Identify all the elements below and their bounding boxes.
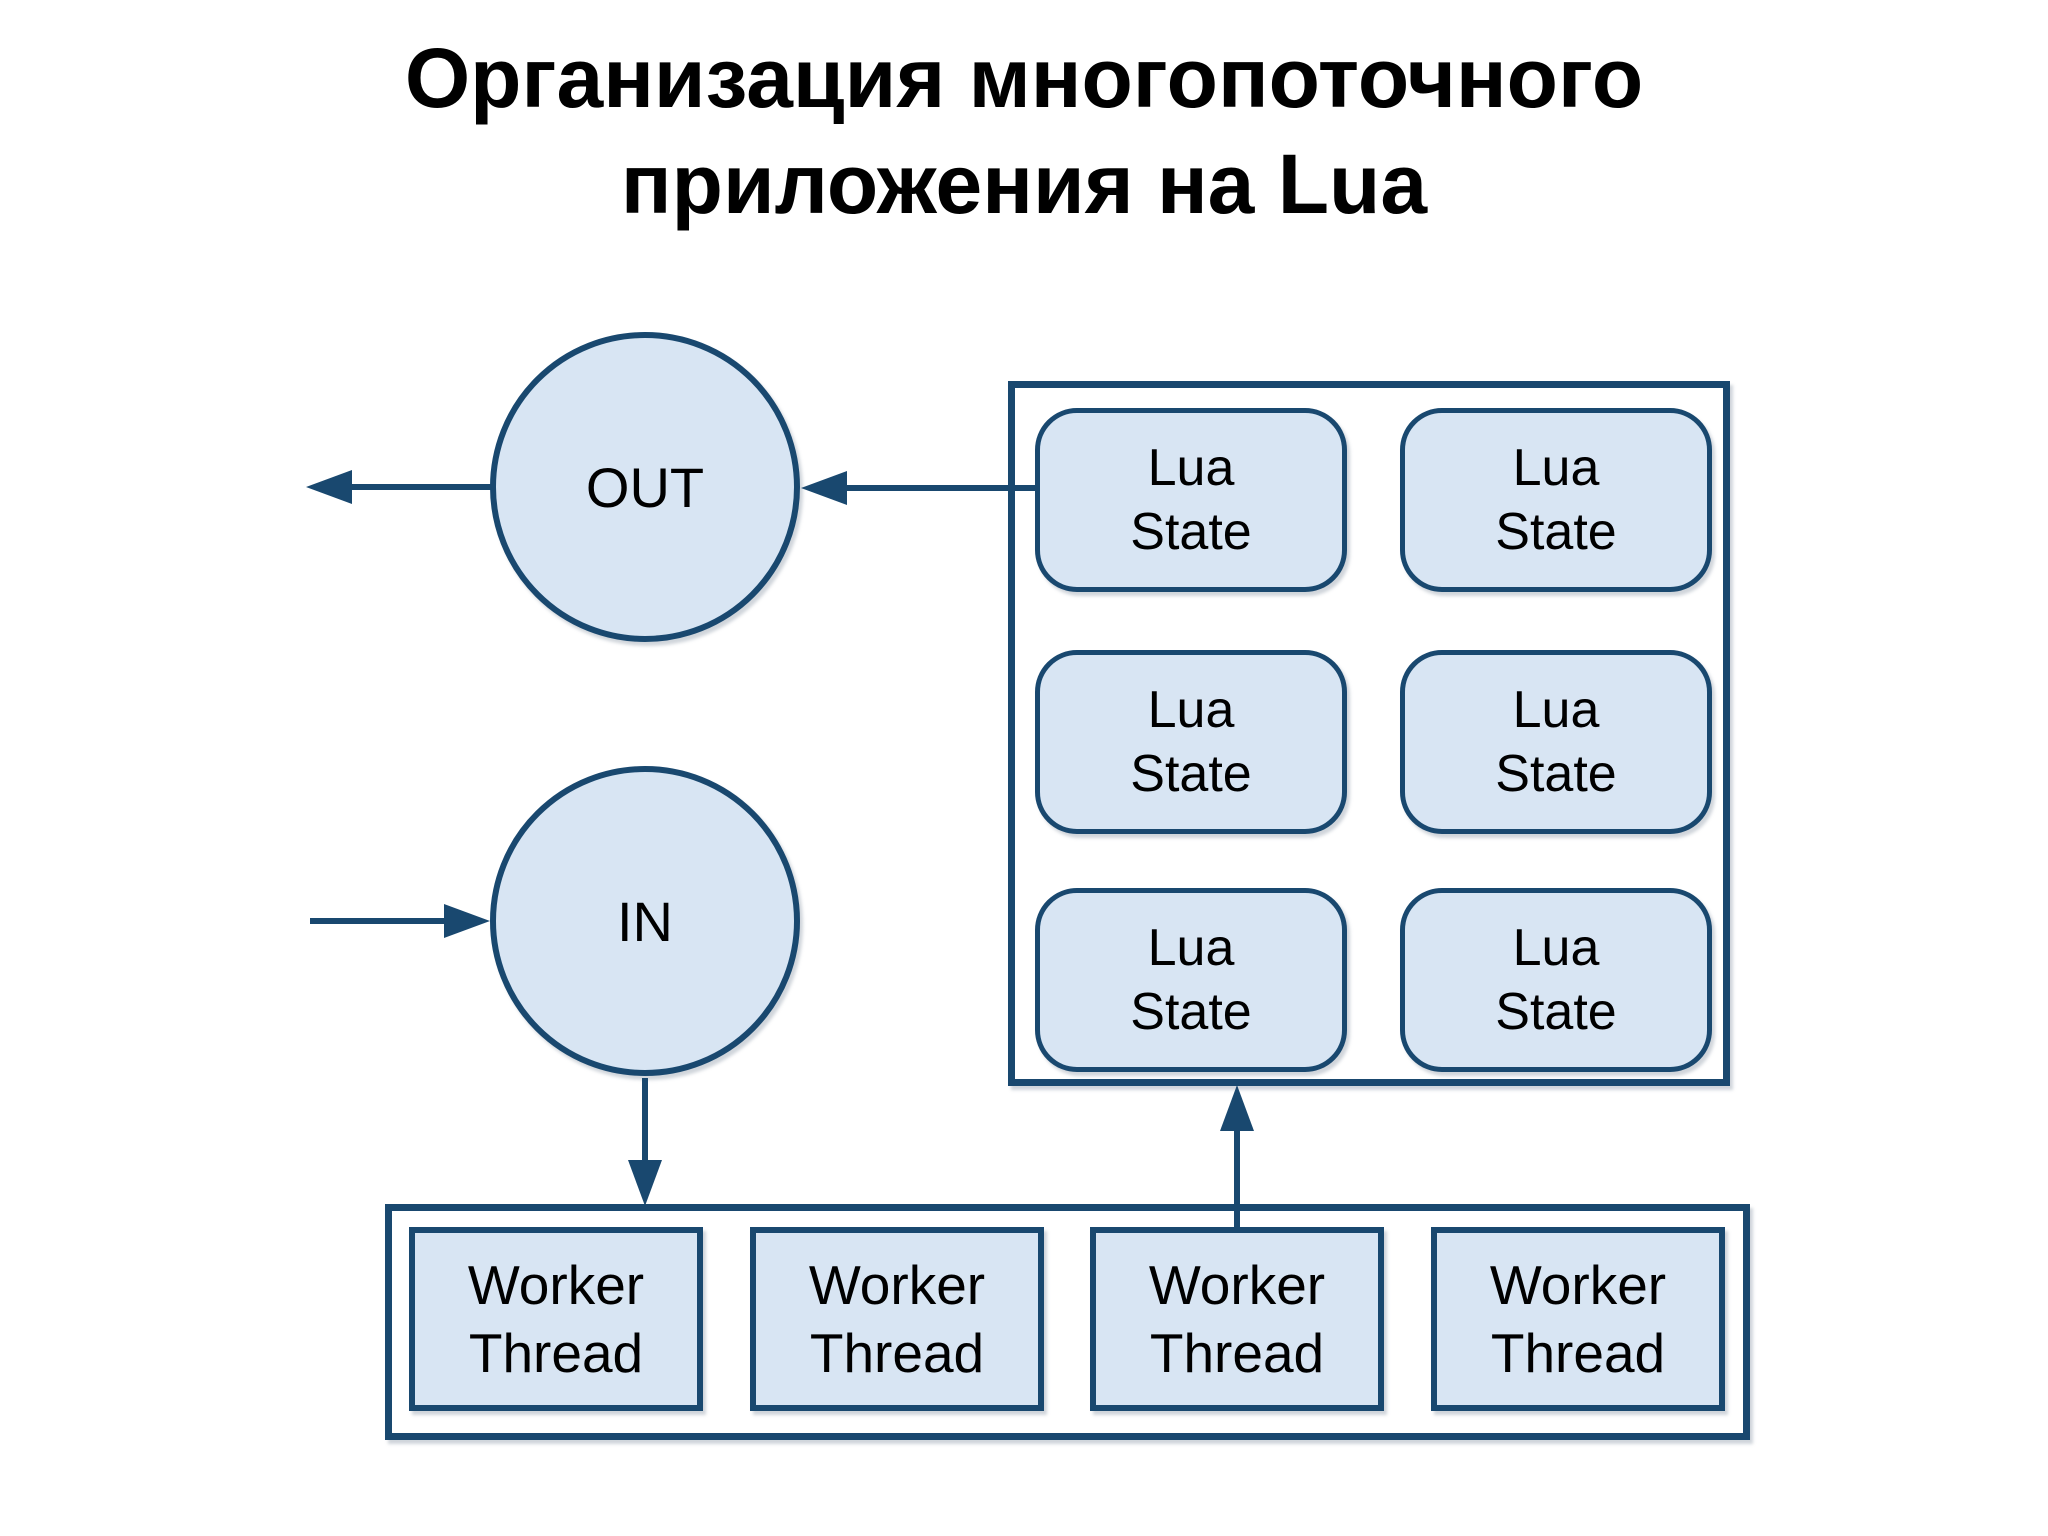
page-title: Организация многопоточного приложения на… <box>0 26 2048 238</box>
arrow-worker-up-head <box>1220 1085 1254 1131</box>
worker-pool-container: Worker Thread Worker Thread Worker Threa… <box>385 1204 1750 1440</box>
worker-thread-box-2-label: Worker Thread <box>808 1254 986 1384</box>
lua-state-box-1-label: Lua State <box>1130 439 1252 561</box>
lua-state-box-5-label: Lua State <box>1130 919 1252 1041</box>
arrow-in-down-head <box>628 1160 662 1206</box>
lua-state-box-6: Lua State <box>1400 888 1712 1072</box>
arrow-lua-to-out-line <box>843 485 1035 491</box>
lua-state-box-4-label: Lua State <box>1495 681 1617 803</box>
worker-thread-box-4-label: Worker Thread <box>1489 1254 1667 1384</box>
arrow-out-left-head <box>306 470 352 504</box>
worker-thread-box-3-label: Worker Thread <box>1148 1254 1326 1384</box>
arrow-in-down-line <box>642 1078 648 1162</box>
lua-state-box-6-label: Lua State <box>1495 919 1617 1041</box>
worker-thread-box-1: Worker Thread <box>409 1227 703 1411</box>
worker-thread-box-2: Worker Thread <box>750 1227 1044 1411</box>
in-circle-label: IN <box>617 889 673 953</box>
lua-state-box-1: Lua State <box>1035 408 1347 592</box>
arrow-out-left-line <box>348 484 493 490</box>
lua-state-box-3: Lua State <box>1035 650 1347 834</box>
lua-state-box-4: Lua State <box>1400 650 1712 834</box>
arrow-lua-to-out-head <box>801 471 847 505</box>
arrow-worker-up-line <box>1234 1128 1240 1228</box>
arrow-in-right-line <box>310 918 446 924</box>
lua-state-box-2: Lua State <box>1400 408 1712 592</box>
worker-thread-box-4: Worker Thread <box>1431 1227 1725 1411</box>
in-circle: IN <box>490 766 800 1076</box>
title-line-2: приложения на Lua <box>620 136 1428 231</box>
worker-thread-box-1-label: Worker Thread <box>467 1254 645 1384</box>
lua-pool-container: Lua State Lua State Lua State Lua State … <box>1008 381 1730 1086</box>
arrow-in-right-head <box>444 904 490 938</box>
out-circle: OUT <box>490 332 800 642</box>
title-line-1: Организация многопоточного <box>404 31 1644 125</box>
lua-state-box-3-label: Lua State <box>1130 681 1252 803</box>
lua-state-box-2-label: Lua State <box>1495 439 1617 561</box>
worker-thread-box-3: Worker Thread <box>1090 1227 1384 1411</box>
lua-state-box-5: Lua State <box>1035 888 1347 1072</box>
out-circle-label: OUT <box>585 455 705 519</box>
